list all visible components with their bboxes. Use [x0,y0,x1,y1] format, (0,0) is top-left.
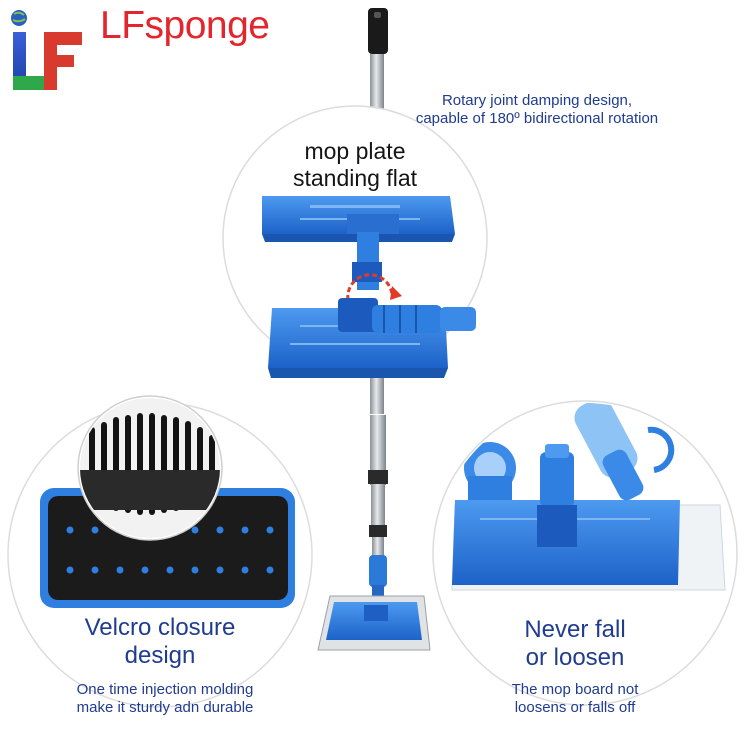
rotation-caption-line2: capable of 180º bidirectional rotation [415,110,659,127]
circle-rotation [222,105,488,378]
mop-head-small [317,595,431,651]
molding-caption-line1: One time injection molding [76,681,254,698]
standing-flat-line2: standing flat [292,165,418,191]
standing-flat-line1: mop plate [304,138,406,164]
circle-velcro [7,395,313,708]
molding-caption: One time injection molding make it sturd… [40,681,290,717]
velcro-line2: design [124,642,196,669]
never-fall-line1: Never fall [524,616,626,643]
rotation-caption: Rotary joint damping design, capable of … [372,92,702,128]
velcro-label: Velcro closure design [70,614,250,670]
brand-name: LFsponge [100,4,270,47]
never-fall-line2: or loosen [525,644,625,671]
standing-flat-label: mop plate standing flat [280,138,430,192]
molding-caption-line2: make it sturdy adn durable [76,699,254,716]
velcro-line1: Velcro closure [84,614,236,641]
never-fall-label: Never fall or loosen [500,616,650,672]
circle-locking [432,400,738,706]
board-caption-line1: The mop board not [511,681,639,698]
board-caption-line2: loosens or falls off [514,699,636,716]
lf-logo [11,10,82,90]
rotation-caption-line1: Rotary joint damping design, [441,92,633,109]
board-caption: The mop board not loosens or falls off [470,681,680,717]
